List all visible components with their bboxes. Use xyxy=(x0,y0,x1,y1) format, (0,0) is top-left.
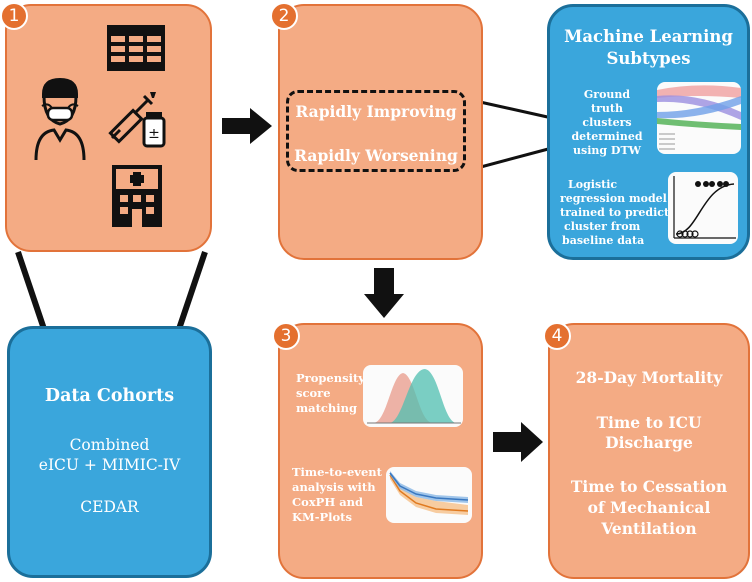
outcome-ventilation: Time to Cessation of Mechanical Ventilat… xyxy=(548,476,750,539)
ml-step1-line: determined xyxy=(571,130,643,143)
trajectory-box xyxy=(278,4,483,260)
step-badge-1: 1 xyxy=(0,2,28,30)
step-badge-4: 4 xyxy=(543,322,571,350)
trajectory-worsening: Rapidly Worsening xyxy=(294,146,458,165)
cohorts-line1: Combined xyxy=(69,436,150,454)
svg-text:±: ± xyxy=(148,126,160,142)
km-plot-thumbnail xyxy=(386,467,472,523)
outcome-vent-line3: Ventilation xyxy=(601,519,697,538)
ml-step2-line: cluster from xyxy=(564,220,641,233)
cohorts-title: Data Cohorts xyxy=(44,386,175,406)
outcome-vent-line1: Time to Cessation xyxy=(570,477,728,496)
step-badge-3: 3 xyxy=(272,322,300,350)
ml-step2-text: Logistic regression model trained to pre… xyxy=(560,178,669,248)
outcome-icu-line1: Time to ICU xyxy=(596,413,702,432)
outcomes-box xyxy=(548,323,750,579)
arrow-icon xyxy=(222,108,272,144)
ml-step2-line: trained to predict xyxy=(560,206,670,219)
ml-step1-line: using DTW xyxy=(573,144,641,157)
arrow-icon xyxy=(364,268,404,318)
syringe-vial-icon: ± xyxy=(108,92,166,148)
trajectory-improving: Rapidly Improving xyxy=(295,102,457,121)
time-to-event-line: analysis with xyxy=(292,480,376,494)
ml-step2-line: Logistic xyxy=(568,178,618,191)
outcome-icu-discharge: Time to ICU Discharge xyxy=(548,413,750,453)
data-cohorts-box xyxy=(7,326,212,578)
ml-step1-line: clusters xyxy=(582,116,632,129)
outcome-vent-line2: of Mechanical xyxy=(587,498,711,517)
outcome-mortality: 28-Day Mortality xyxy=(575,368,723,387)
time-to-event-text: Time-to-event analysis with CoxPH and KM… xyxy=(292,465,382,525)
ml-step2-line: baseline data xyxy=(562,234,645,247)
arrow-icon xyxy=(493,422,543,462)
cluster-trajectory-thumbnail xyxy=(657,82,741,154)
hospital-icon xyxy=(112,165,162,227)
propensity-density-thumbnail xyxy=(363,365,463,427)
time-to-event-line: CoxPH and xyxy=(292,495,364,509)
propensity-line: score xyxy=(296,386,331,400)
step-badge-2: 2 xyxy=(270,2,298,30)
time-to-event-line: KM-Plots xyxy=(292,510,352,524)
dashed-group xyxy=(286,90,466,172)
time-to-event-line: Time-to-event xyxy=(292,465,382,479)
ml-step1-line: Ground truth xyxy=(583,88,631,115)
clinician-icon xyxy=(34,78,86,161)
analysis-box xyxy=(278,323,483,579)
outcome-icu-line2: Discharge xyxy=(605,433,693,452)
propensity-line: matching xyxy=(296,401,358,415)
ml-title-line1: Machine Learning xyxy=(564,27,733,46)
ml-step1-text: Ground truth clusters determined using D… xyxy=(569,88,645,158)
ml-title-line2: Subtypes xyxy=(606,49,691,68)
logistic-curve-thumbnail xyxy=(668,172,738,244)
propensity-line: Propensity xyxy=(296,371,365,385)
propensity-text: Propensity score matching xyxy=(296,371,365,416)
ml-step2-line: regression model xyxy=(560,192,667,205)
spreadsheet-icon xyxy=(107,25,165,71)
cohorts-combined: Combined eICU + MIMIC-IV xyxy=(7,435,212,475)
ml-title: Machine Learning Subtypes xyxy=(547,26,750,70)
cohorts-cedar: CEDAR xyxy=(80,498,139,516)
cohorts-line2: eICU + MIMIC-IV xyxy=(38,456,181,474)
